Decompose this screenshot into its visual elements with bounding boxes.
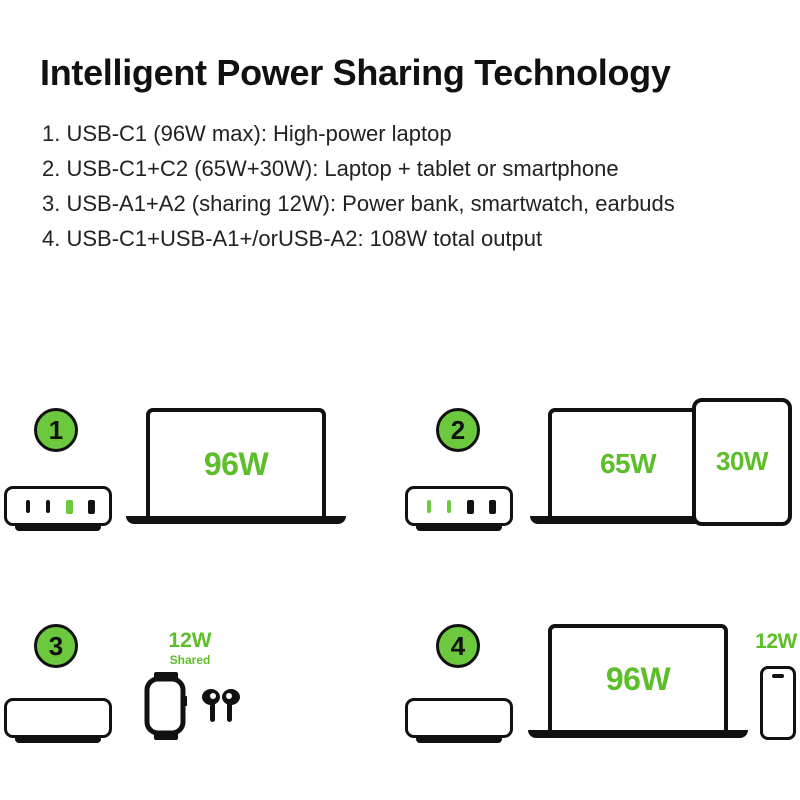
laptop-icon: 96W xyxy=(548,624,728,730)
shared-caption: Shared xyxy=(169,653,211,667)
laptop-wattage: 96W xyxy=(203,445,269,482)
shared-wattage: 12W xyxy=(168,629,212,652)
feature-item: 1. USB-C1 (96W max): High-power laptop xyxy=(42,121,452,146)
scenario-number-badge: 2 xyxy=(436,408,480,452)
charger-icon xyxy=(4,486,112,531)
feature-list: 1. USB-C1 (96W max): High-power laptop 2… xyxy=(42,116,675,256)
charger-icon xyxy=(4,698,112,743)
usb-a-port-icon xyxy=(46,500,50,513)
phone-wattage: 12W xyxy=(755,630,797,653)
laptop-base xyxy=(528,730,748,738)
shared-wattage-label: 12W Shared xyxy=(160,630,220,668)
tablet-icon: 30W xyxy=(692,398,792,526)
usb-a-port-icon xyxy=(447,500,451,513)
usb-c-port-icon xyxy=(489,712,496,726)
usb-c-port-icon xyxy=(467,712,474,726)
laptop-wattage: 65W xyxy=(599,448,657,479)
usb-c-port-icon xyxy=(489,500,496,514)
usb-a-port-icon xyxy=(447,712,451,725)
feature-item: 2. USB-C1+C2 (65W+30W): Laptop + tablet … xyxy=(42,156,619,181)
usb-a-port-icon xyxy=(427,500,431,513)
page-title: Intelligent Power Sharing Technology xyxy=(40,52,671,93)
usb-c-port-icon xyxy=(66,712,73,726)
charger-icon xyxy=(405,698,513,743)
scenario-number-badge: 1 xyxy=(34,408,78,452)
usb-a-port-icon xyxy=(26,500,30,513)
smartphone-icon xyxy=(760,666,796,740)
phone-wattage-label: 12W xyxy=(752,630,800,654)
usb-c-port-icon xyxy=(88,712,95,726)
laptop-icon: 96W xyxy=(146,408,326,516)
laptop-wattage: 96W xyxy=(605,660,671,697)
usb-a-port-icon xyxy=(26,712,30,725)
usb-c-port-icon xyxy=(467,500,474,514)
scenario-number-badge: 4 xyxy=(436,624,480,668)
usb-a-port-icon xyxy=(46,712,50,725)
laptop-icon: 65W xyxy=(548,408,708,516)
earbuds-icon xyxy=(202,689,240,722)
usb-c-port-icon xyxy=(66,500,73,514)
scenario-number-badge: 3 xyxy=(34,624,78,668)
smartwatch-icon xyxy=(144,672,187,740)
laptop-base xyxy=(126,516,346,524)
usb-c-port-icon xyxy=(88,500,95,514)
laptop-base xyxy=(530,516,726,524)
tablet-wattage: 30W xyxy=(716,446,768,476)
feature-item: 3. USB-A1+A2 (sharing 12W): Power bank, … xyxy=(42,191,675,216)
charger-icon xyxy=(405,486,513,531)
feature-item: 4. USB-C1+USB-A1+/orUSB-A2: 108W total o… xyxy=(42,226,543,251)
usb-a-port-icon xyxy=(427,712,431,725)
